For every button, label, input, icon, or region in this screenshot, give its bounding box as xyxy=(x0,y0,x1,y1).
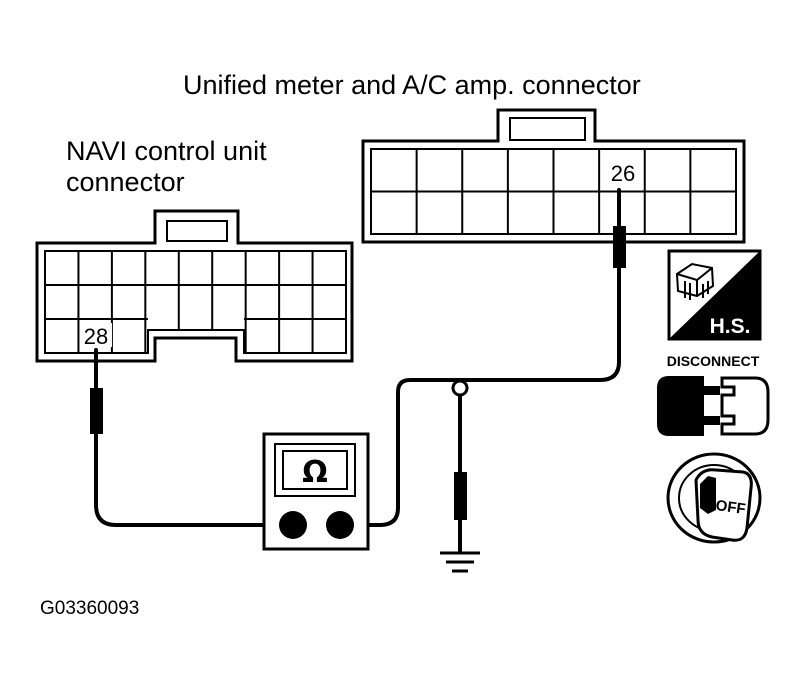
harness-side-icon xyxy=(667,249,762,341)
meter-connector-label: Unified meter and A/C amp. connector xyxy=(183,70,641,100)
meter-probe-wire xyxy=(348,188,621,527)
ohm-icon: Ω xyxy=(302,455,328,490)
ground-symbol xyxy=(440,551,480,573)
navi-pin-label: 28 xyxy=(84,324,108,349)
junction-node xyxy=(451,379,469,397)
navi-pin-bg xyxy=(80,323,112,347)
navi-connector xyxy=(35,209,354,363)
meter-connector xyxy=(361,108,746,244)
meter-pin-bg xyxy=(606,158,640,186)
ohmmeter xyxy=(262,432,370,551)
navi-connector-label-line1: NAVI control unit xyxy=(66,136,267,166)
ground-probe-tip xyxy=(454,472,467,520)
figure-id: G03360093 xyxy=(40,598,140,619)
meter-pin-label: 26 xyxy=(611,161,635,186)
ignition-off-icon xyxy=(666,452,762,544)
navi-probe-wire xyxy=(94,348,290,527)
disconnect-icon xyxy=(657,376,770,436)
navi-connector-label-line2: connector xyxy=(66,167,185,197)
hs-label: H.S. xyxy=(710,315,751,338)
off-label: OFF xyxy=(715,497,747,518)
ohmmeter-terminal-right xyxy=(326,511,354,539)
disconnect-label: DISCONNECT xyxy=(667,353,760,369)
connector-harness-icon xyxy=(675,262,715,300)
navi-probe-tip xyxy=(90,388,103,434)
meter-probe-tip xyxy=(613,226,626,268)
ohmmeter-terminal-left xyxy=(279,511,307,539)
